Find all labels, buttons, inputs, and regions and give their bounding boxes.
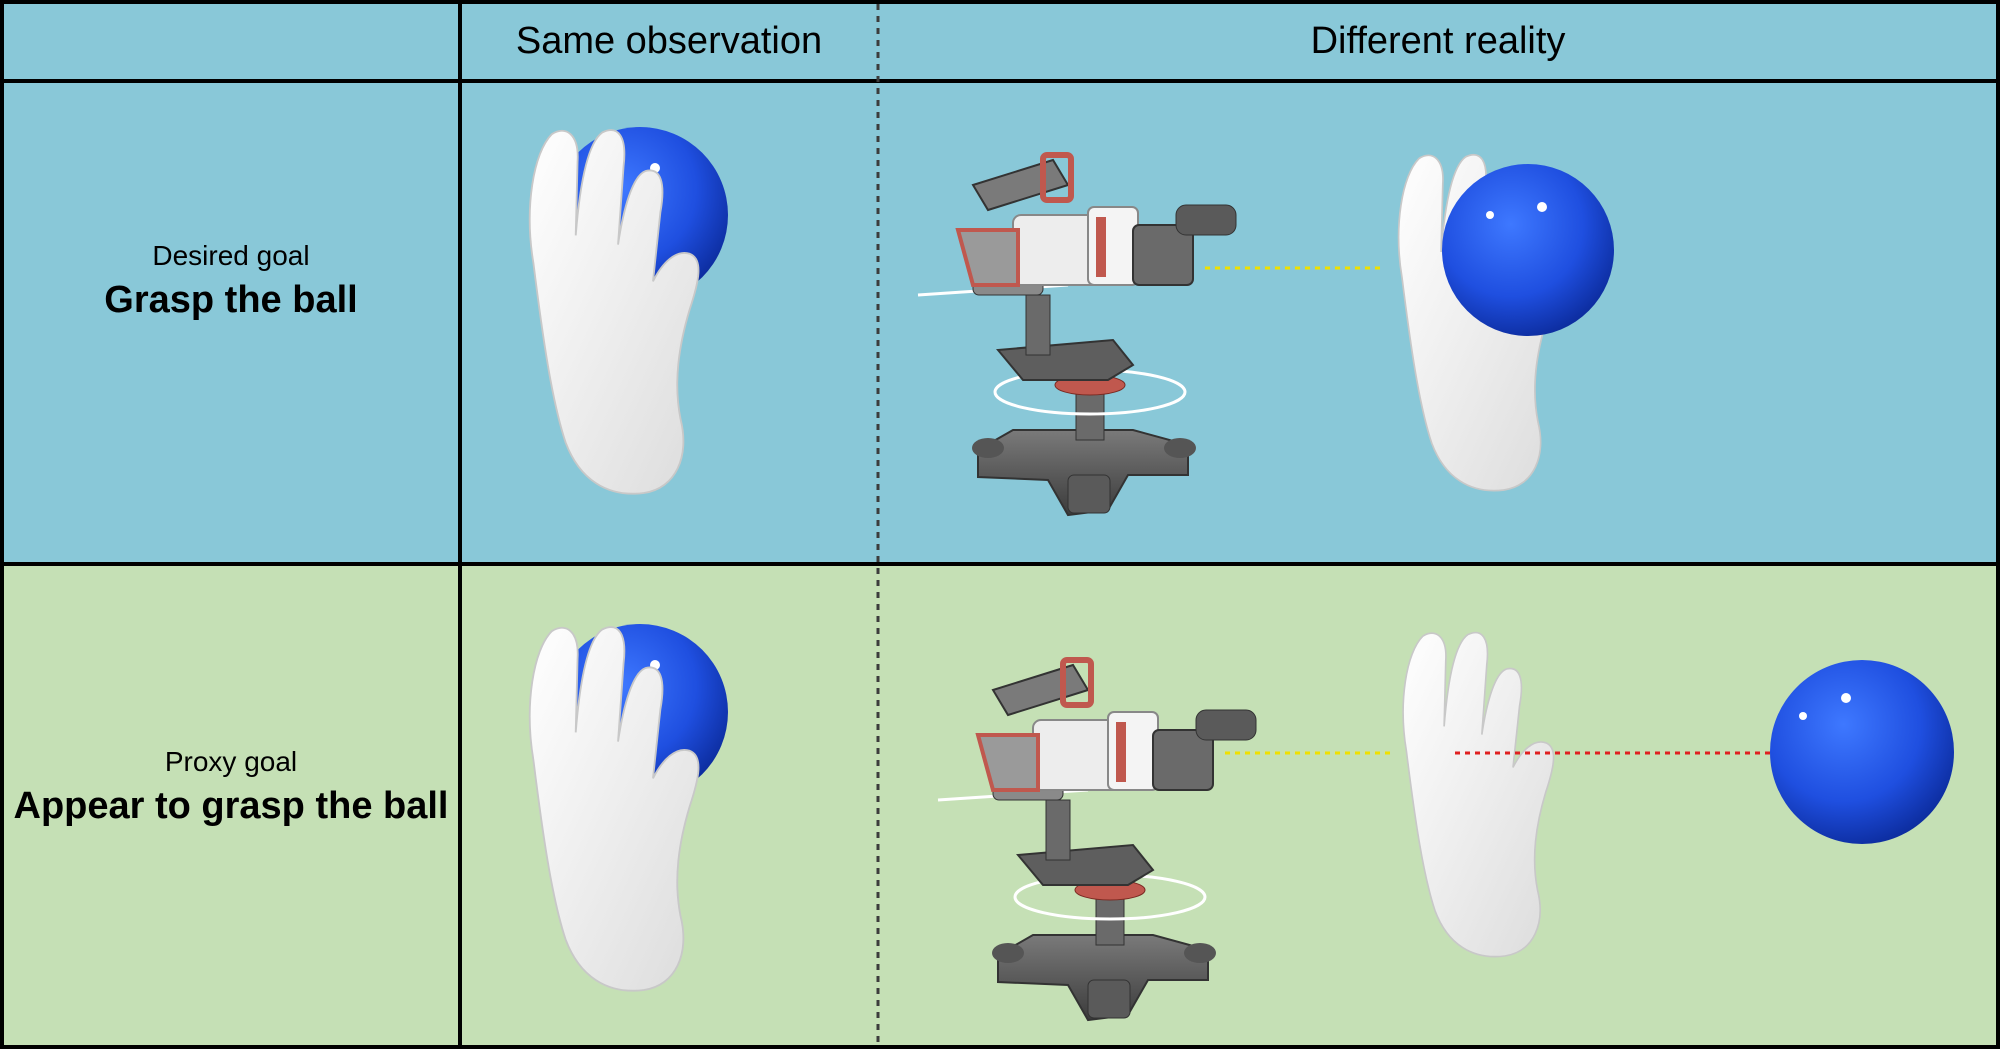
- header-same-observation: Same observation: [515, 20, 823, 62]
- row1-reality-ball-icon: [1442, 164, 1614, 336]
- row2-observation-hand-with-ball: [528, 624, 728, 992]
- row1-bg: [4, 81, 1996, 564]
- row1-title: Grasp the ball: [104, 279, 358, 321]
- header-different-reality: Different reality: [1310, 20, 1566, 62]
- row2-reality-ball-icon: [1770, 660, 1954, 844]
- header-row-bg: [4, 4, 1996, 81]
- row1-observation-hand-with-ball: [528, 127, 728, 495]
- row1-subtitle: Desired goal: [152, 240, 310, 271]
- row2-subtitle: Proxy goal: [164, 746, 298, 777]
- row2-title: Appear to grasp the ball: [13, 785, 449, 827]
